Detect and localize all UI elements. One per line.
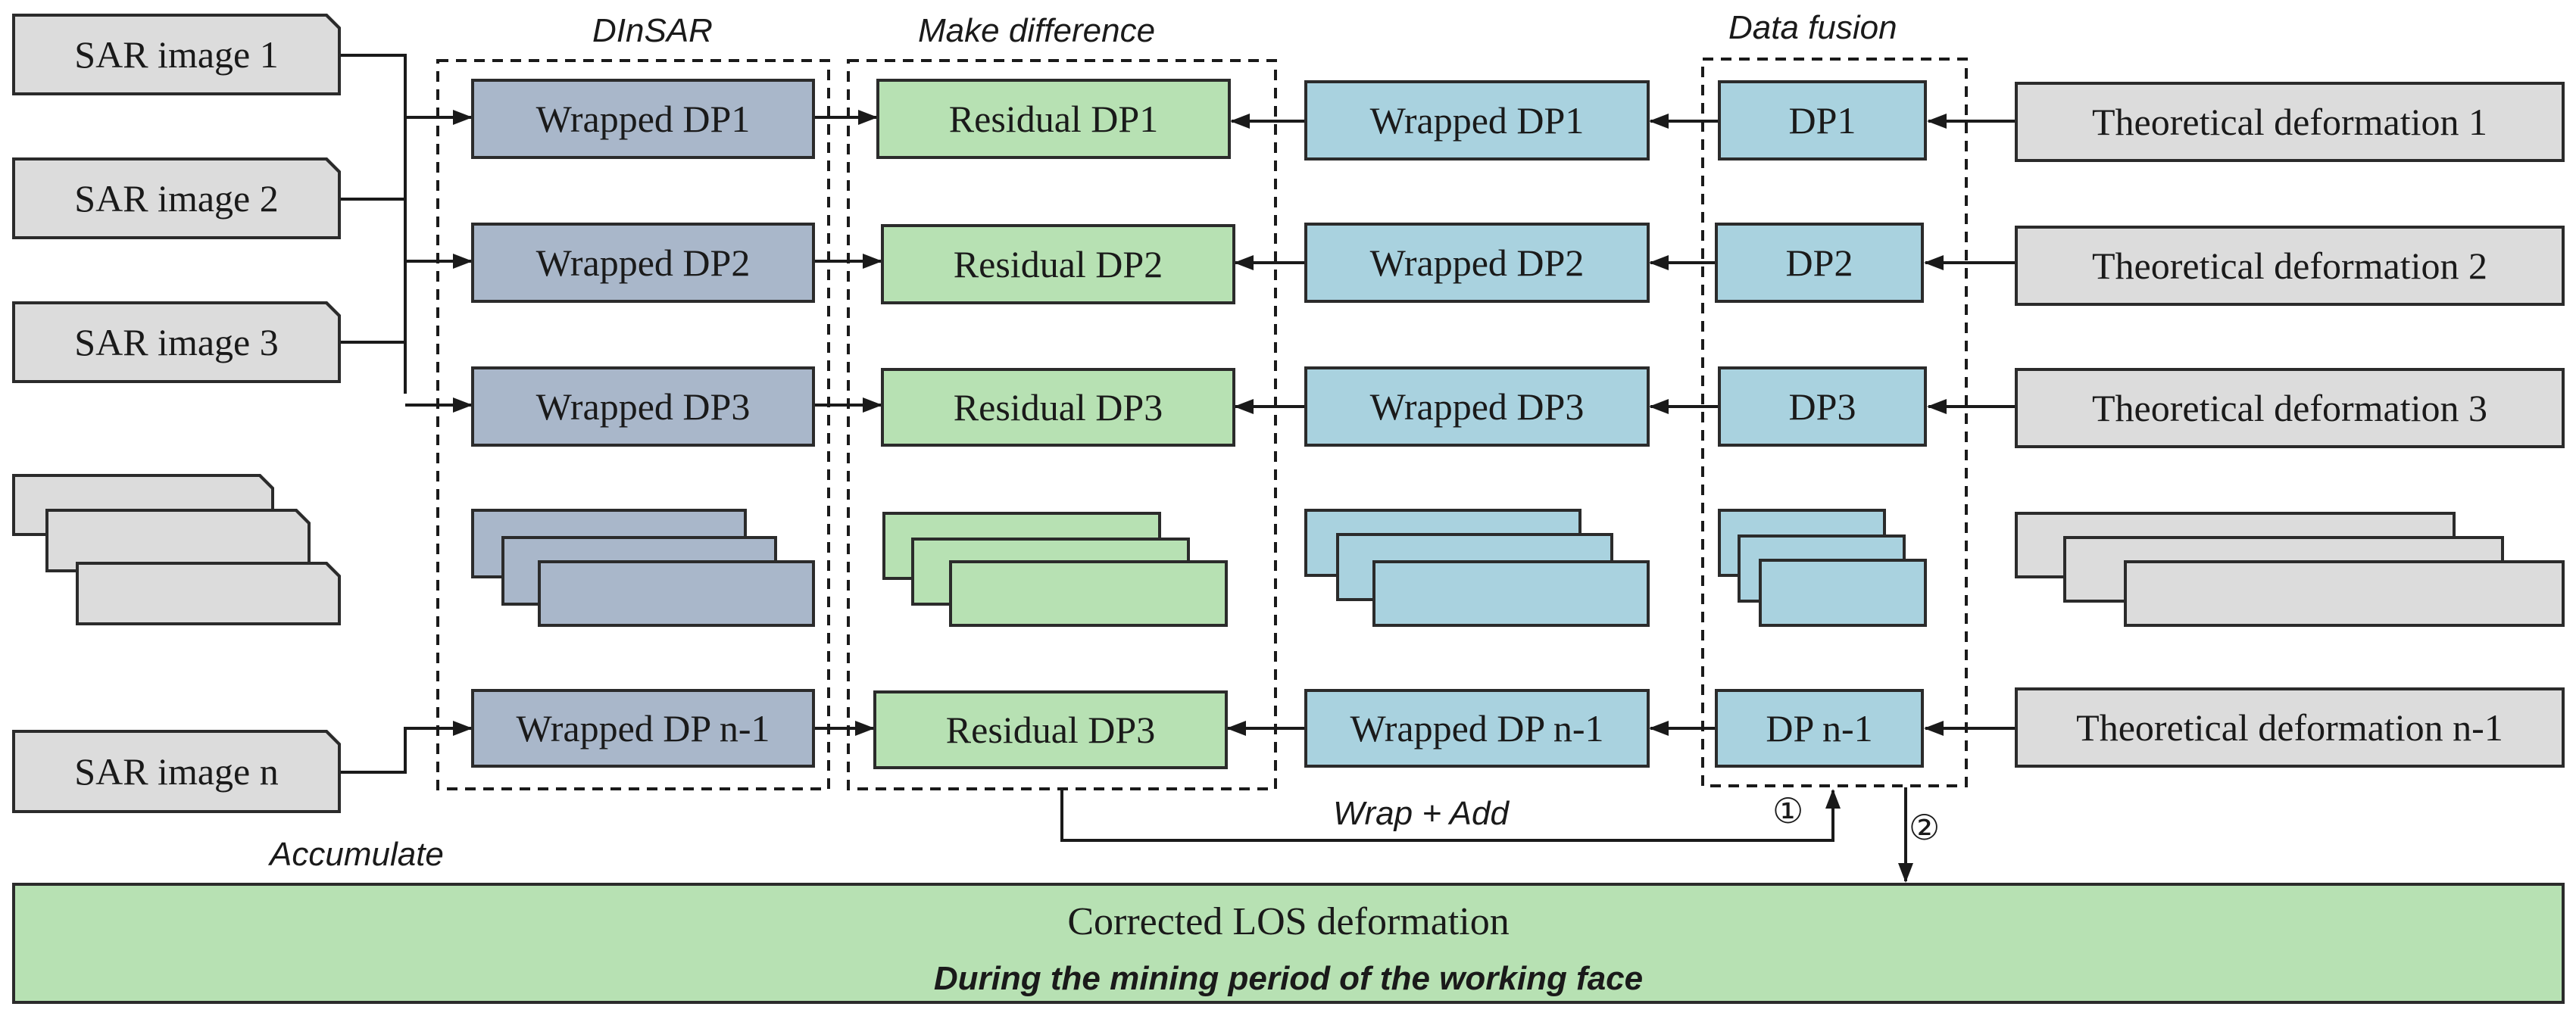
wrapped-dp-right-n1: Wrapped DP n-1 <box>1304 689 1650 768</box>
sar-stack-card-3 <box>76 562 341 625</box>
data-fusion-group-frame <box>1701 58 1968 787</box>
sar-image-n-box: SAR image n <box>12 730 341 813</box>
step-2-marker: ② <box>1909 807 1941 848</box>
dp-3: DP3 <box>1718 366 1927 447</box>
corrected-los-deformation-box: Corrected LOS deformation During the min… <box>12 883 2565 1004</box>
wrapped-dp-right-2: Wrapped DP2 <box>1304 223 1650 303</box>
dinsar-label: DInSAR <box>592 12 713 49</box>
residual-dp-n1: Residual DP3 <box>873 690 1228 769</box>
wrapped-dp-stack-card-3 <box>538 560 815 627</box>
residual-dp-3: Residual DP3 <box>881 368 1235 447</box>
wrapped-dp-right-stack-card-3 <box>1372 560 1650 627</box>
dp-2: DP2 <box>1715 223 1924 303</box>
wrap-add-loop <box>1060 787 1913 883</box>
theoretical-deformation-3: Theoretical deformation 3 <box>2015 368 2565 448</box>
sar-image-2-box: SAR image 2 <box>12 157 341 239</box>
wrapped-dp-left-2: Wrapped DP2 <box>471 223 815 303</box>
dp-n1: DP n-1 <box>1715 689 1924 768</box>
sar-connectors <box>341 54 473 774</box>
accumulate-label: Accumulate <box>270 836 444 873</box>
theoretical-deformation-2: Theoretical deformation 2 <box>2015 226 2565 306</box>
residual-stack-card-3 <box>949 560 1228 627</box>
wrapped-dp-left-n1: Wrapped DP n-1 <box>471 689 815 768</box>
wrapped-dp-left-3: Wrapped DP3 <box>471 366 815 447</box>
sar-image-3-label: SAR image 3 <box>15 304 338 380</box>
dinsar-group-frame <box>436 59 830 790</box>
right-to-left-arrows <box>1226 114 2015 736</box>
dp-1: DP1 <box>1718 80 1927 161</box>
sar-image-n-label: SAR image n <box>15 733 338 810</box>
sar-image-3-box: SAR image 3 <box>12 301 341 383</box>
theoretical-deformation-1: Theoretical deformation 1 <box>2015 82 2565 162</box>
wrapped-to-residual-arrows <box>815 110 882 736</box>
output-title: Corrected LOS deformation <box>1067 900 1510 943</box>
wrapped-dp-right-3: Wrapped DP3 <box>1304 366 1650 447</box>
sar-image-2-label: SAR image 2 <box>15 161 338 236</box>
theoretical-stack-card-3 <box>2124 560 2565 627</box>
sar-image-1-label: SAR image 1 <box>15 17 338 92</box>
make-difference-label: Make difference <box>918 12 1156 49</box>
dp-stack-card-3 <box>1759 559 1927 627</box>
sar-image-1-box: SAR image 1 <box>12 14 341 95</box>
wrapped-dp-left-1: Wrapped DP1 <box>471 79 815 159</box>
wrap-add-label: Wrap + Add <box>1333 795 1509 832</box>
residual-dp-1: Residual DP1 <box>876 79 1231 159</box>
data-fusion-label: Data fusion <box>1728 9 1897 46</box>
residual-dp-2: Residual DP2 <box>881 224 1235 304</box>
theoretical-deformation-n1: Theoretical deformation n-1 <box>2015 687 2565 768</box>
wrapped-dp-right-1: Wrapped DP1 <box>1304 80 1650 161</box>
output-subtitle: During the mining period of the working … <box>933 960 1644 997</box>
step-1-marker: ① <box>1772 790 1804 831</box>
